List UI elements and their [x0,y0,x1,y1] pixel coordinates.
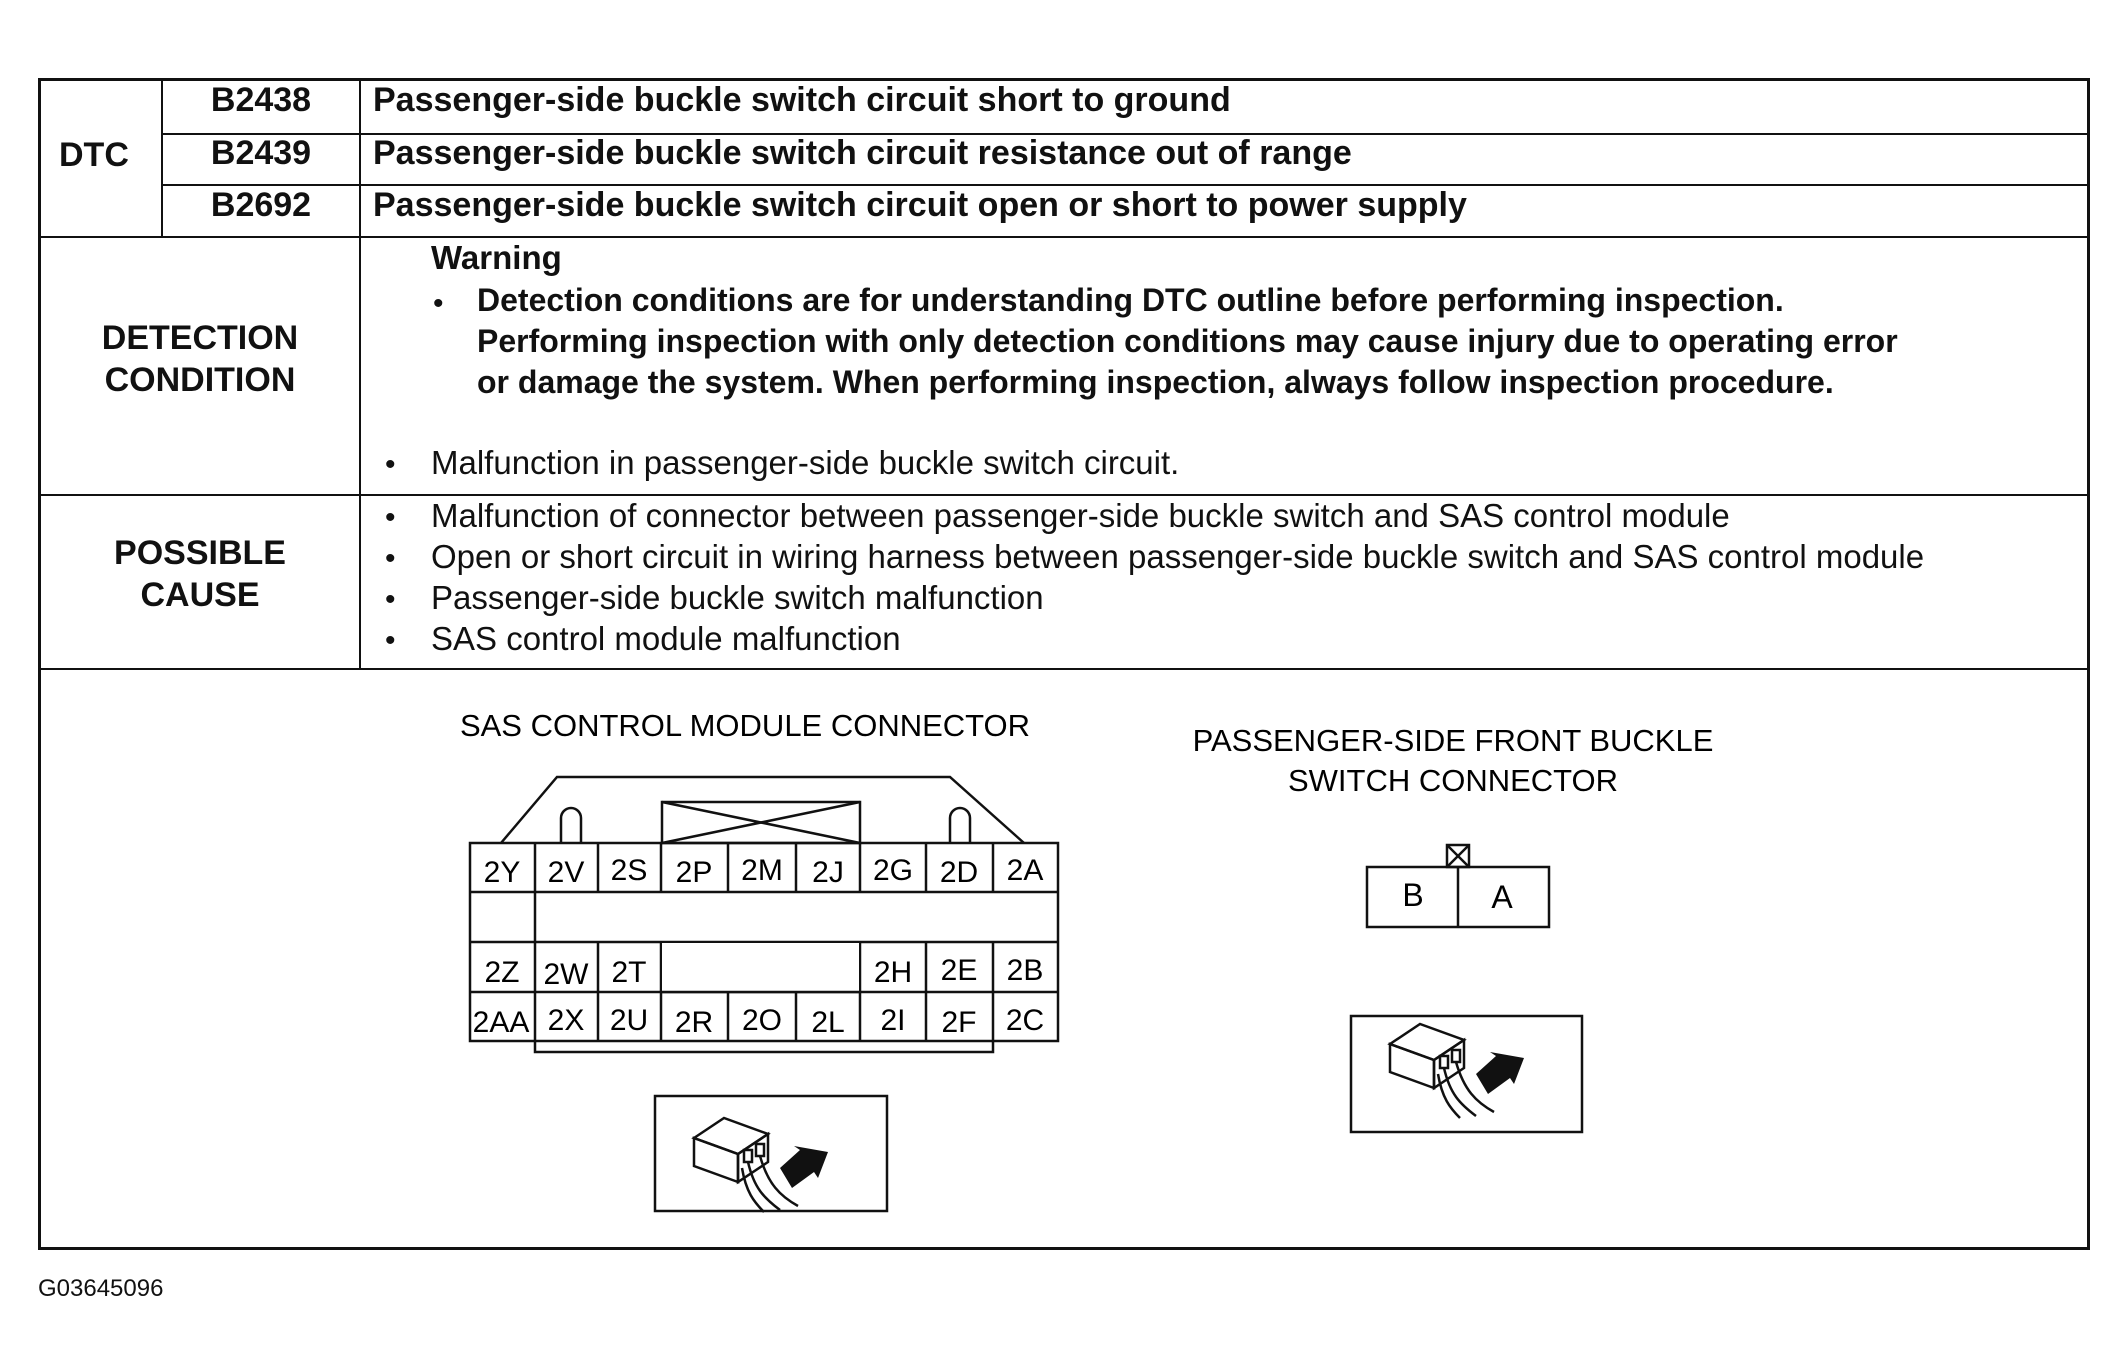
pin-label: 2S [611,854,648,887]
pin-label: 2F [941,1006,976,1039]
column-divider [359,81,361,668]
bullet-icon: • [385,624,396,657]
dtc-code: B2439 [210,134,312,172]
bullet-icon: • [385,501,396,534]
pin-label: A [1491,879,1513,915]
bullet-icon: • [433,287,444,320]
pin-label: 2J [812,856,844,889]
dtc-code: B2438 [210,81,312,119]
pin-label: 2I [880,1004,905,1037]
dtc-description: Passenger-side buckle switch circuit ope… [373,186,1467,224]
pin-label: 2H [874,956,912,989]
figure-id: G03645096 [38,1275,164,1302]
pin-label: 2E [941,954,978,987]
warning-title: Warning [431,239,562,276]
detection-item: Malfunction in passenger-side buckle swi… [431,444,1180,481]
harness-view-icon [653,1094,889,1213]
pin-label: 2T [611,956,646,989]
dtc-code: B2692 [210,186,312,224]
cause-label-line: CAUSE [140,576,260,614]
dtc-description: Passenger-side buckle switch circuit sho… [373,81,1231,119]
harness-view-icon [1349,1014,1584,1134]
warning-text: or damage the system. When performing in… [477,364,1834,400]
bullet-icon: • [385,542,396,575]
warning-text: Detection conditions are for understandi… [477,282,1784,318]
row-divider [161,184,2090,186]
pin-label: 2B [1007,954,1044,987]
bullet-icon: • [385,448,396,481]
pin-label: 2AA [473,1006,530,1039]
warning-text: Performing inspection with only detectio… [477,323,1898,359]
dtc-table: DTC B2438 Passenger-side buckle switch c… [38,78,2090,1250]
pin-label: 2Y [484,856,521,889]
pin-label: 2C [1006,1004,1044,1037]
row-divider [161,133,2090,135]
cause-item: Passenger-side buckle switch malfunction [431,579,1044,616]
dtc-description: Passenger-side buckle switch circuit res… [373,134,1352,172]
sas-connector-title: SAS CONTROL MODULE CONNECTOR [460,708,1030,743]
pin-label: 2A [1007,854,1044,887]
pin-label: B [1402,877,1423,913]
bullet-icon: • [385,583,396,616]
sas-connector [468,775,1060,1043]
pin-label: 2X [548,1004,585,1037]
pin-label: 2P [676,856,713,889]
pin-label: 2L [811,1006,844,1039]
column-divider [161,81,163,236]
row-divider [41,236,2090,238]
buckle-connector-title: PASSENGER-SIDE FRONT BUCKLE [1193,723,1714,758]
cause-label: POSSIBLE CAUSE [41,532,359,616]
pin-label: 2Z [484,956,519,989]
pin-label: 2W [544,958,590,991]
cause-item: Open or short circuit in wiring harness … [431,538,1925,575]
cause-item: Malfunction of connector between passeng… [431,497,1730,534]
cause-item: SAS control module malfunction [431,620,901,657]
buckle-connector-title: SWITCH CONNECTOR [1288,763,1618,798]
detection-label: DETECTION CONDITION [41,317,359,401]
sas-pin-labels: 2Y 2V 2S 2P 2M 2J 2G 2D 2A 2Z 2W 2T 2H 2… [473,854,1045,1039]
row-divider [41,494,2090,496]
pin-label: 2V [548,856,585,889]
pin-label: 2D [940,856,978,889]
row-divider [41,668,2090,670]
pin-label: 2R [675,1006,713,1039]
pin-label: 2O [742,1004,782,1037]
detection-label-line: CONDITION [104,361,296,399]
dtc-label: DTC [59,136,129,174]
buckle-connector [1365,843,1551,929]
pin-label: 2G [873,854,913,887]
pin-label: 2M [741,854,783,887]
pin-label: 2U [610,1004,648,1037]
cause-label-line: POSSIBLE [114,534,286,572]
detection-label-line: DETECTION [101,319,299,357]
